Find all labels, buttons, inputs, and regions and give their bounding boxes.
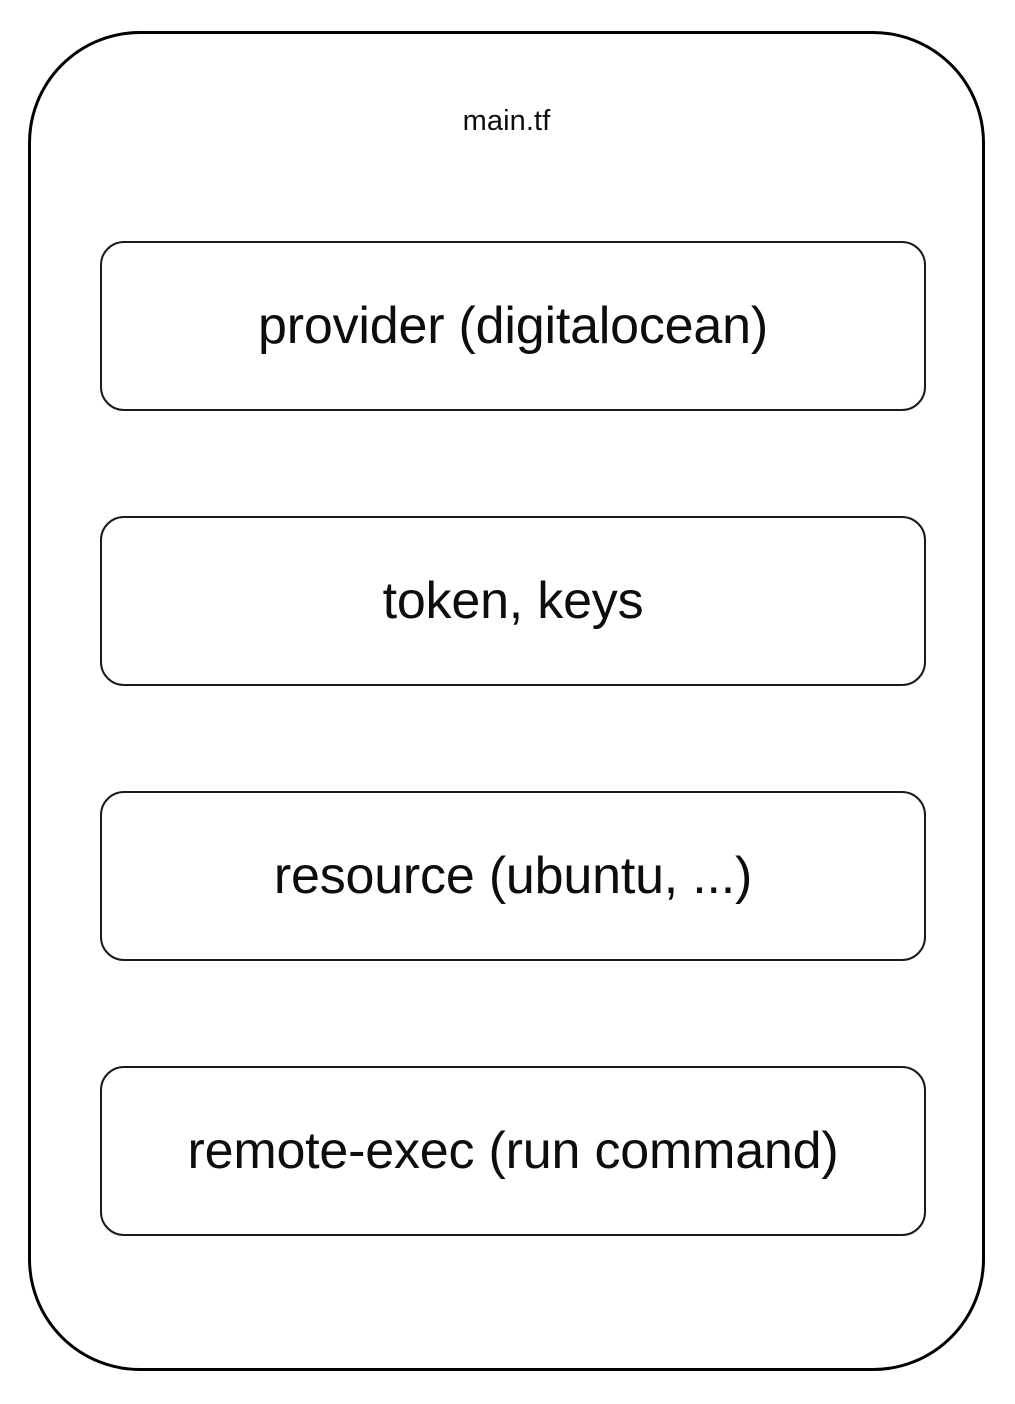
block-provider-label: provider (digitalocean) — [258, 296, 768, 355]
block-remote-exec-label: remote-exec (run command) — [187, 1121, 839, 1180]
block-credentials[interactable]: token, keys — [100, 516, 926, 686]
block-resource[interactable]: resource (ubuntu, ...) — [100, 791, 926, 961]
block-remote-exec[interactable]: remote-exec (run command) — [100, 1066, 926, 1236]
block-resource-label: resource (ubuntu, ...) — [273, 846, 753, 905]
container-title: main.tf — [462, 105, 551, 137]
block-provider[interactable]: provider (digitalocean) — [100, 241, 926, 411]
block-stack: provider (digitalocean) token, keys reso… — [100, 241, 926, 1236]
main-tf-container[interactable]: main.tf provider (digitalocean) token, k… — [28, 31, 985, 1371]
block-credentials-label: token, keys — [382, 571, 644, 630]
